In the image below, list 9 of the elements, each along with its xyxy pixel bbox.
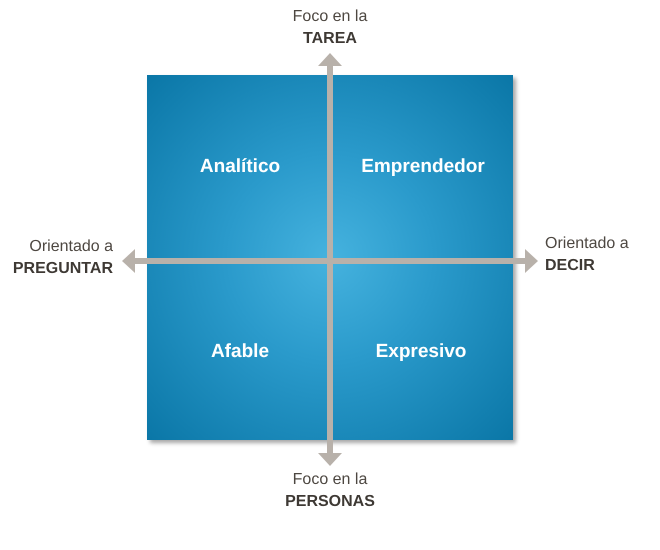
- quadrant-label: Emprendedor: [361, 155, 485, 179]
- quadrant-label: Expresivo: [376, 340, 466, 364]
- axis-label: Foco en la PERSONAS: [284, 470, 376, 512]
- axis-label: Orientado a PREGUNTAR: [12, 237, 113, 279]
- axis-label: Orientado a DECIR: [545, 234, 630, 276]
- quadrant-square: [147, 75, 513, 440]
- axis-label: Foco en la TAREA: [292, 7, 368, 49]
- quadrant-label: Analítico: [200, 155, 280, 179]
- quadrant-label: Afable: [210, 340, 270, 364]
